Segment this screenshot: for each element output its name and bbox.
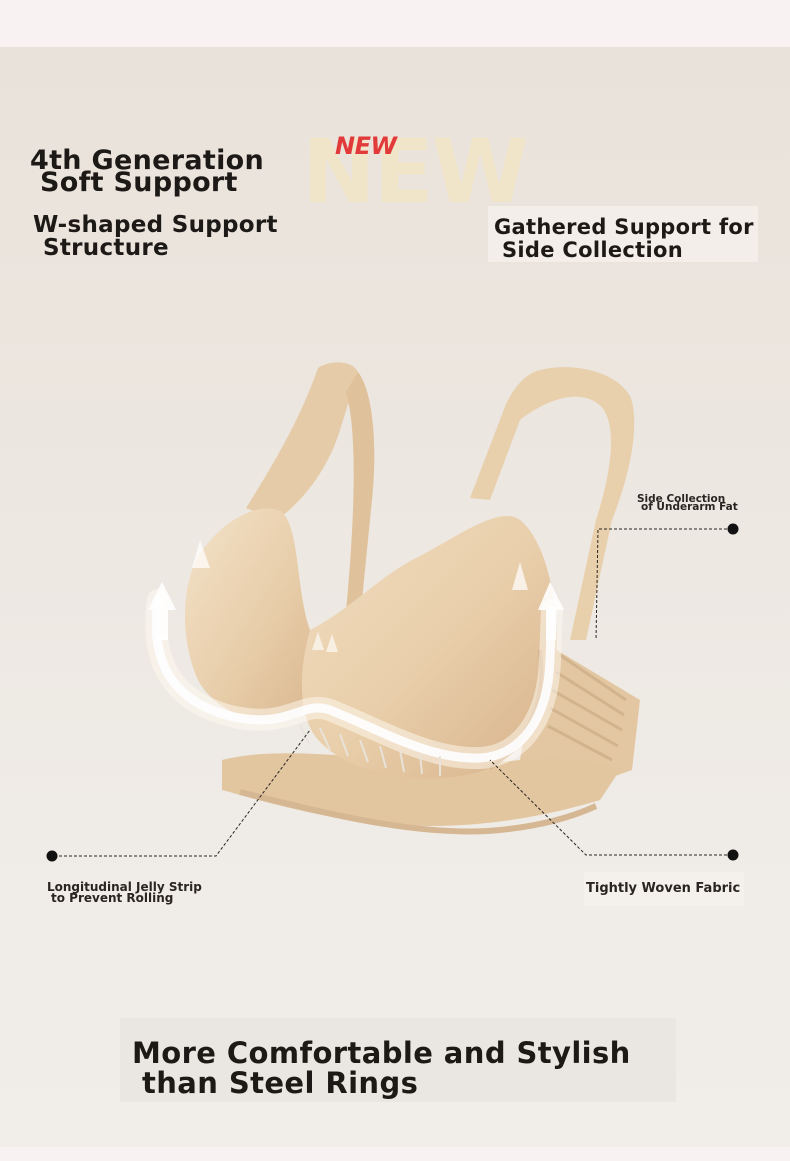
callout-jelly-line2: to Prevent Rolling [51, 891, 174, 905]
right-cup [301, 515, 557, 779]
feature-w-shaped: W-shaped Support Structure [33, 214, 278, 260]
right-strap [470, 367, 635, 640]
footer-title-bg [120, 1018, 676, 1102]
w-support-glow [145, 589, 563, 776]
feature-w-shaped-line1: W-shaped Support [33, 212, 278, 238]
callout-fabric-bg [584, 872, 744, 906]
footer-title-line2: than Steel Rings [142, 1066, 419, 1100]
callout-side-line2: of Underarm Fat [641, 501, 738, 513]
left-strap-back [345, 372, 375, 622]
feature-gathered-line1: Gathered Support for [494, 215, 754, 239]
feature-w-shaped-line2: Structure [43, 235, 169, 261]
feature-gathered-bg [488, 206, 758, 262]
new-ghost-text: NEW [302, 120, 529, 223]
top-strip [0, 0, 790, 47]
left-cup [184, 508, 315, 721]
feature-gathered-line2: Side Collection [502, 238, 683, 262]
callout-dot-icon [46, 523, 739, 862]
callout-jelly-line1: Longitudinal Jelly Strip [47, 880, 202, 894]
callout-jelly-strip: Longitudinal Jelly Strip to Prevent Roll… [47, 880, 202, 905]
headline: 4th Generation Soft Support [30, 145, 264, 198]
feature-gathered: Gathered Support for Side Collection [494, 216, 754, 262]
upward-arrow-icon [148, 540, 564, 652]
callout-side-collection: Side Collection of Underarm Fat [637, 493, 738, 513]
bottom-strip [0, 1147, 790, 1161]
callout-woven-fabric: Tightly Woven Fabric [586, 881, 741, 896]
footer-title-line1: More Comfortable and Stylish [132, 1036, 631, 1070]
callout-side-line1: Side Collection [637, 493, 726, 505]
footer-title: More Comfortable and Stylish than Steel … [132, 1038, 631, 1098]
under-band [222, 753, 620, 826]
new-badge: NEW [335, 132, 397, 160]
headline-line1: 4th Generation [30, 145, 264, 176]
left-strap [246, 362, 358, 520]
headline-line2: Soft Support [40, 167, 238, 198]
